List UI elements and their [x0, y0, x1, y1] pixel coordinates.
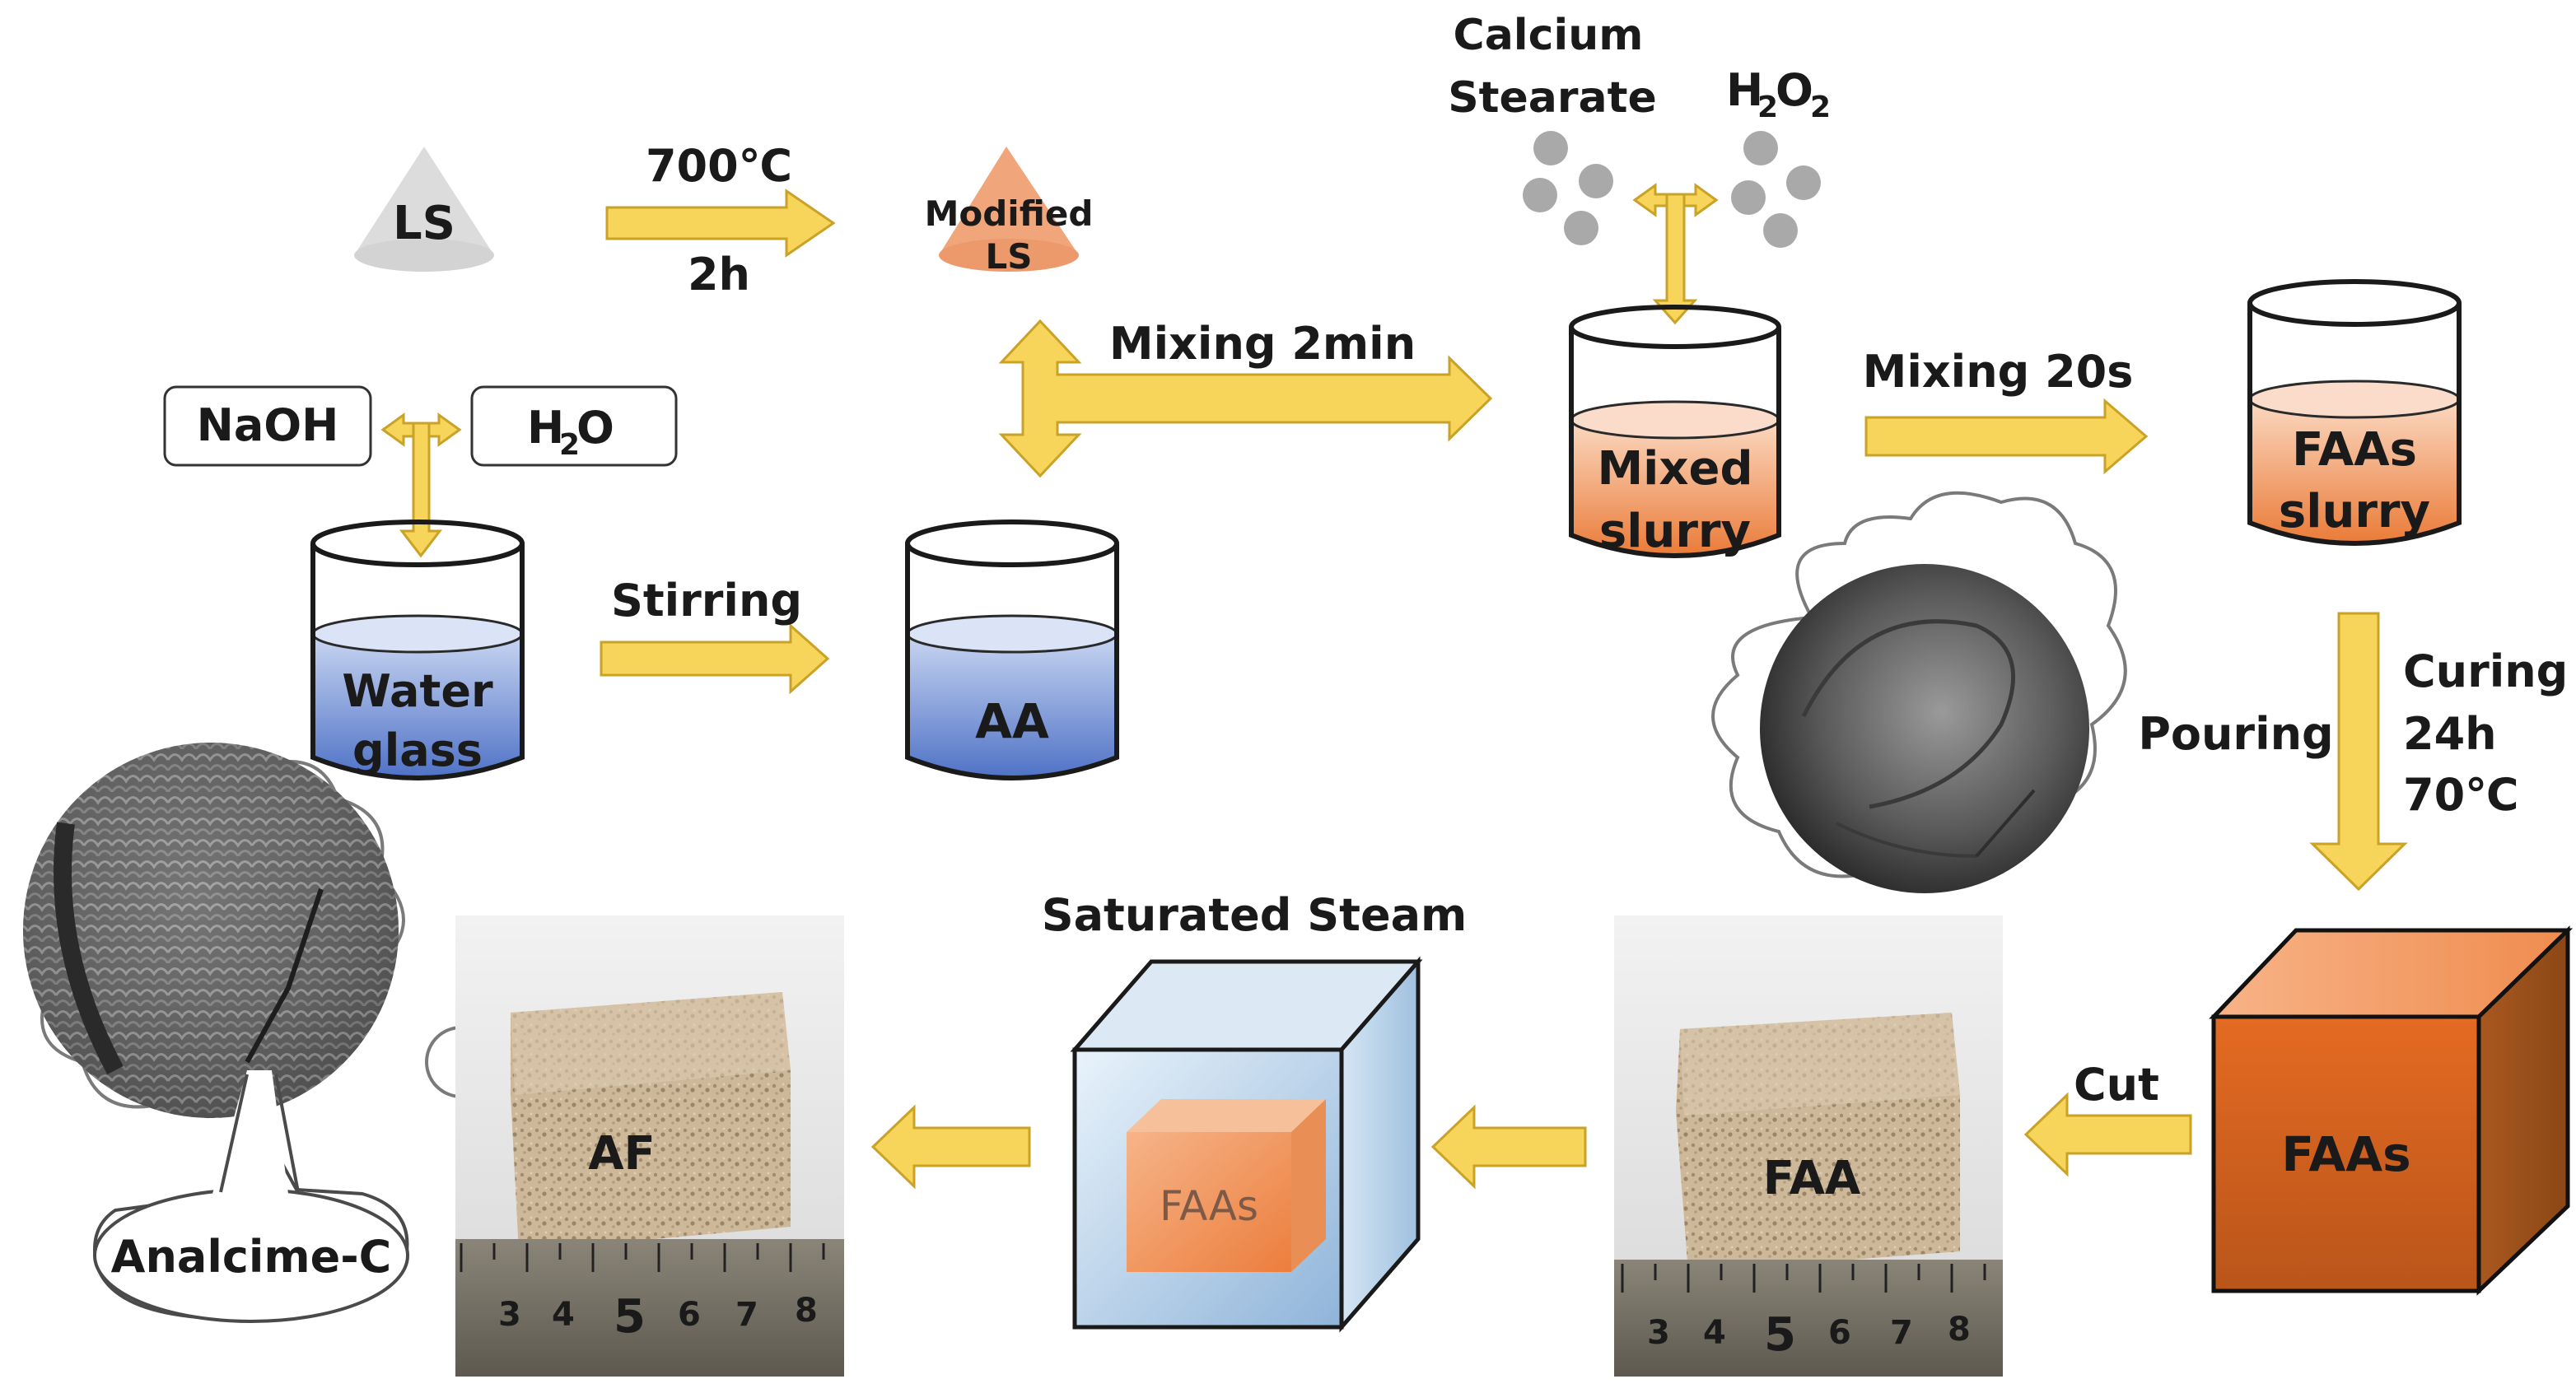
arrow-to-steam	[1430, 1104, 1587, 1190]
arrow-mixing-20s	[1864, 398, 2149, 475]
stearate-label: Stearate	[1448, 73, 1657, 123]
faas-slurry-top-label: FAAs	[2292, 423, 2417, 477]
af-ruler-tick-3: 3	[498, 1296, 521, 1334]
ls-powder-icon: LS	[354, 147, 494, 272]
steam-faas-label: FAAs	[1160, 1182, 1258, 1230]
cut-label: Cut	[2074, 1059, 2159, 1111]
svg-text:2: 2	[559, 428, 580, 462]
additives-arrow	[1632, 183, 1719, 325]
svg-text:2: 2	[1810, 91, 1831, 124]
naoh-label: NaOH	[197, 399, 339, 451]
svg-text:H: H	[527, 402, 564, 454]
arrow-cut	[2023, 1092, 2192, 1177]
af-ruler-tick-4: 4	[552, 1296, 575, 1334]
af-ruler-tick-8: 8	[795, 1292, 818, 1330]
af-ruler-tick-6: 6	[678, 1296, 701, 1334]
faa-ruler-tick-3: 3	[1647, 1314, 1670, 1352]
faas-slurry-label: slurry	[2279, 485, 2430, 538]
pouring-label: Pouring	[2138, 708, 2333, 760]
arrow-to-af	[870, 1104, 1031, 1190]
water-glass-beaker: Water glass	[310, 519, 525, 780]
analcime-callout: Analcime-C	[93, 1070, 409, 1323]
modified-ls-label: LS	[985, 236, 1032, 277]
aa-beaker: AA	[905, 519, 1119, 780]
ls-label: LS	[393, 197, 455, 250]
faa-sem-thought-bubble	[1711, 491, 2127, 1069]
mixing-2min-label: Mixing 2min	[1109, 318, 1416, 370]
glass-label: glass	[352, 724, 483, 776]
steam-chamber-cube: FAAs	[1070, 956, 1423, 1333]
svg-text:2: 2	[1757, 91, 1778, 124]
analcime-label: Analcime-C	[111, 1231, 392, 1283]
curing-temperature-label: 70℃	[2403, 769, 2519, 821]
af-ruler-tick-5: 5	[614, 1290, 646, 1344]
svg-text:O: O	[576, 402, 614, 454]
arrow-stirring	[600, 622, 830, 695]
curing-label: Curing	[2403, 645, 2568, 697]
saturated-steam-label: Saturated Steam	[1042, 889, 1468, 941]
h2o2-label: H 2 O 2	[1726, 64, 1831, 124]
svg-text:H: H	[1726, 64, 1763, 116]
af-sample-photo: AF 3 4 5 6 7 8	[455, 915, 844, 1377]
faas-block-cube: FAAs	[2209, 925, 2574, 1296]
inner-faas-cube	[1127, 1099, 1326, 1272]
faa-ruler-tick-8: 8	[1948, 1311, 1971, 1349]
aa-label: AA	[975, 693, 1049, 749]
faa-sample-photo: FAA 3 4 5 6 7 8	[1614, 915, 2003, 1377]
h2o-box: H 2 O	[470, 385, 678, 467]
water-label: Water	[342, 665, 493, 717]
mixed-slurry-label: slurry	[1599, 505, 1751, 558]
af-sem-thought-bubble	[23, 743, 567, 1118]
faa-ruler-tick-4: 4	[1703, 1314, 1726, 1352]
faas-slurry-beaker: FAAs slurry	[2247, 279, 2462, 546]
faa-ruler-tick-6: 6	[1828, 1314, 1851, 1352]
calcium-label: Calcium	[1454, 11, 1644, 60]
naoh-box: NaOH	[163, 385, 372, 467]
arrow-calcination	[605, 189, 836, 258]
alkali-arrow	[380, 412, 462, 558]
faa-ruler-tick-5: 5	[1764, 1308, 1796, 1362]
calcium-stearate-particles	[1523, 131, 1613, 245]
faa-sem-image	[1760, 564, 2089, 893]
af-label: AF	[588, 1127, 656, 1181]
faa-label: FAA	[1763, 1152, 1861, 1205]
h2o2-particles	[1731, 131, 1821, 248]
af-ruler-tick-7: 7	[735, 1296, 758, 1334]
arrow-mixing-2min	[998, 319, 1493, 478]
mixed-slurry-beaker: Mixed slurry	[1569, 305, 1781, 558]
mixed-label: Mixed	[1597, 442, 1752, 496]
calcination-time-label: 2h	[688, 249, 750, 300]
arrow-pouring-curing	[2309, 612, 2408, 892]
modified-label: Modified	[925, 193, 1094, 234]
faa-ruler-tick-7: 7	[1890, 1314, 1913, 1352]
calcination-temperature-label: 700℃	[646, 140, 792, 192]
faas-cube-label: FAAs	[2281, 1126, 2410, 1182]
mixing-20s-label: Mixing 20s	[1863, 346, 2134, 398]
modified-ls-powder-icon: Modified LS	[925, 147, 1094, 277]
svg-text:O: O	[1776, 64, 1813, 116]
stirring-label: Stirring	[611, 575, 802, 627]
curing-time-label: 24h	[2403, 708, 2497, 760]
